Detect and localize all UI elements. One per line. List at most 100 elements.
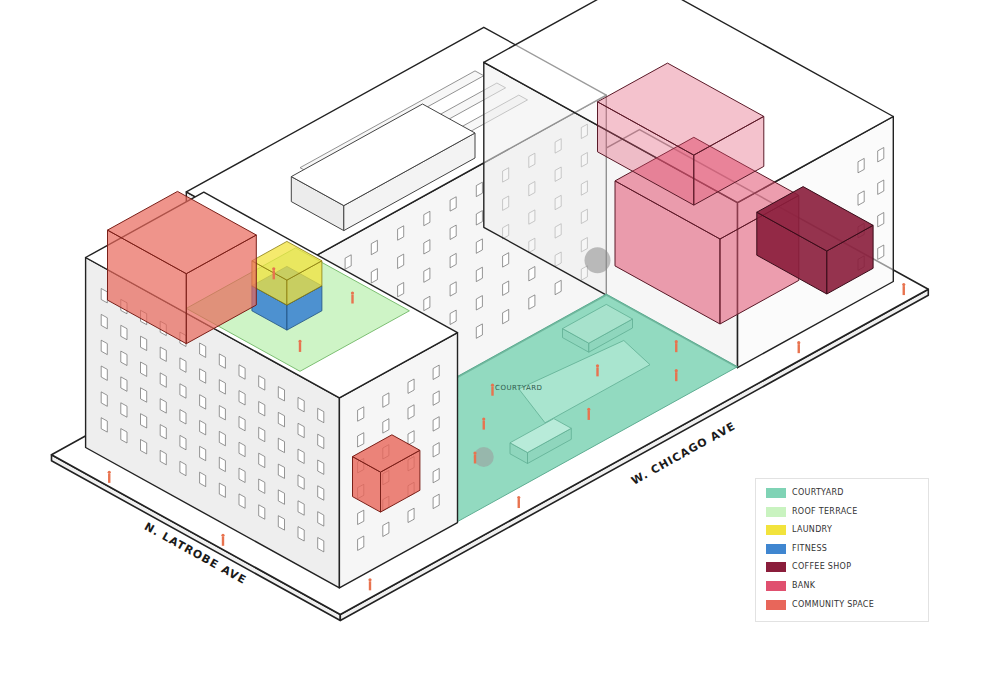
person-figure (903, 286, 905, 295)
window (358, 433, 364, 447)
window (141, 388, 147, 402)
legend-text: LAUNDRY (792, 525, 832, 534)
tree (585, 247, 611, 273)
window (298, 527, 304, 541)
person-head (517, 496, 520, 499)
window (433, 494, 439, 508)
window (121, 429, 127, 443)
window (450, 197, 456, 211)
window (239, 494, 245, 508)
window (358, 510, 364, 524)
window (239, 391, 245, 405)
legend-box: COURTYARDROOF TERRACELAUNDRYFITNESSCOFFE… (755, 478, 929, 622)
window (180, 461, 186, 475)
legend-text: COFFEE SHOP (792, 562, 851, 571)
window (503, 281, 509, 295)
window (858, 158, 864, 172)
person-figure (369, 581, 371, 590)
community-volume-top (353, 435, 420, 472)
window (239, 365, 245, 379)
window (219, 431, 225, 445)
window (408, 405, 414, 419)
window (121, 351, 127, 365)
person-head (108, 471, 111, 474)
community-volume-top (108, 191, 257, 273)
window (450, 225, 456, 239)
tree (474, 447, 494, 467)
window (298, 475, 304, 489)
window (476, 182, 482, 196)
legend-swatch (766, 581, 786, 591)
window (160, 425, 166, 439)
window (318, 512, 324, 526)
window (433, 468, 439, 482)
window (433, 417, 439, 431)
person-figure (222, 537, 224, 546)
roof-penthouse-top (291, 104, 475, 206)
person-figure (351, 295, 353, 304)
window (371, 240, 377, 254)
window (200, 343, 206, 357)
window (219, 354, 225, 368)
courtyard-planter-top (510, 419, 571, 453)
bank-upper-volume-top (598, 63, 764, 155)
person-head (675, 369, 678, 372)
legend-swatch (766, 562, 786, 572)
window (424, 268, 430, 282)
window (259, 402, 265, 416)
window (101, 289, 107, 303)
window (278, 387, 284, 401)
window (200, 472, 206, 486)
window (503, 309, 509, 323)
person-head (797, 341, 800, 344)
window (383, 393, 389, 407)
window (318, 460, 324, 474)
window (450, 310, 456, 324)
window (219, 406, 225, 420)
legend-swatch (766, 488, 786, 498)
window (141, 362, 147, 376)
window (160, 373, 166, 387)
window (345, 255, 351, 269)
window (878, 245, 884, 259)
person-figure (491, 387, 493, 396)
window (200, 446, 206, 460)
window (101, 366, 107, 380)
window (878, 180, 884, 194)
person-figure (798, 344, 800, 353)
window (298, 397, 304, 411)
window (476, 324, 482, 338)
window (200, 421, 206, 435)
window (433, 391, 439, 405)
legend-swatch (766, 507, 786, 517)
latrobe-wing-top (86, 192, 458, 398)
person-head (221, 534, 224, 537)
window (408, 508, 414, 522)
window (555, 280, 561, 294)
window (259, 376, 265, 390)
window (278, 464, 284, 478)
person-head (368, 578, 371, 581)
window (239, 442, 245, 456)
window (180, 410, 186, 424)
window (160, 399, 166, 413)
person-head (902, 283, 905, 286)
window (278, 438, 284, 452)
window (476, 211, 482, 225)
legend-text: FITNESS (792, 544, 827, 553)
window (398, 283, 404, 297)
window (259, 453, 265, 467)
window (503, 253, 509, 267)
window (141, 414, 147, 428)
window (476, 296, 482, 310)
window (358, 407, 364, 421)
window (529, 295, 535, 309)
window (433, 365, 439, 379)
window (278, 490, 284, 504)
window (219, 457, 225, 471)
window (383, 522, 389, 536)
legend-text: COURTYARD (792, 488, 844, 497)
person-figure (474, 454, 476, 463)
person-figure (299, 343, 301, 352)
